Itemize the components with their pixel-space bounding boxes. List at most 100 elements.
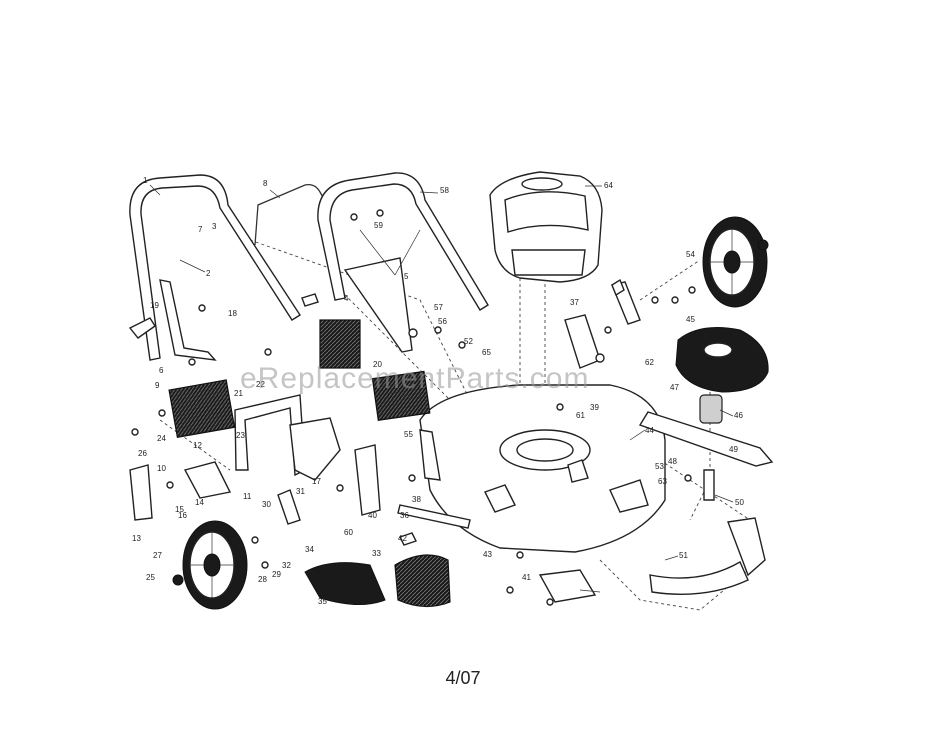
callout-56: 56 [438, 317, 447, 326]
adjuster-lever-left [277, 489, 301, 525]
callout-45: 45 [686, 315, 695, 324]
callout-9: 9 [155, 381, 160, 390]
callout-17: 17 [312, 477, 321, 486]
handle-brace [343, 257, 413, 353]
callout-52: 52 [464, 337, 473, 346]
callout-14: 14 [195, 498, 204, 507]
callout-49: 49 [729, 445, 738, 454]
callout-48: 48 [668, 457, 677, 466]
engine [489, 171, 603, 283]
rear-door-bracket [234, 394, 306, 477]
callout-19: 19 [150, 301, 159, 310]
callout-65: 65 [482, 348, 491, 357]
rear-panel-right [371, 370, 431, 421]
callout-16: 16 [178, 511, 187, 520]
callout-3: 3 [212, 222, 217, 231]
callout-43: 43 [483, 550, 492, 559]
callout-18: 18 [228, 309, 237, 318]
callout-26: 26 [138, 449, 147, 458]
callout-54: 54 [686, 250, 695, 259]
callout-62: 62 [645, 358, 654, 367]
callout-46: 46 [734, 411, 743, 420]
hinge-plate [183, 461, 232, 499]
callout-53: 53 [655, 462, 664, 471]
height-adjuster-left [354, 444, 381, 516]
callout-10: 10 [157, 464, 166, 473]
height-adjuster-rear [564, 314, 601, 369]
callout-60: 60 [344, 528, 353, 537]
callout-47: 47 [670, 383, 679, 392]
drive-pulley [675, 327, 769, 393]
callout-32: 32 [282, 561, 291, 570]
callout-22: 22 [256, 380, 265, 389]
callout-50: 50 [735, 498, 744, 507]
axle-bracket-left [129, 464, 153, 521]
blade-bolt [703, 469, 715, 501]
callout-13: 13 [132, 534, 141, 543]
callout-51: 51 [679, 551, 688, 560]
callout-28: 28 [258, 575, 267, 584]
front-wheel [702, 216, 768, 308]
callout-33: 33 [372, 549, 381, 558]
callout-5: 5 [404, 272, 409, 281]
callout-4: 4 [344, 294, 349, 303]
rear-panel-center [319, 319, 361, 369]
callout-31: 31 [296, 487, 305, 496]
upper-handle [129, 174, 301, 361]
mower-deck [419, 384, 666, 553]
baffle-end [727, 517, 766, 577]
callout-6: 6 [159, 366, 164, 375]
handle-bail [159, 279, 217, 361]
callout-64: 64 [604, 181, 613, 190]
callout-44: 44 [645, 426, 654, 435]
blade-adapter [699, 394, 723, 424]
callout-25: 25 [146, 573, 155, 582]
callout-59: 59 [374, 221, 383, 230]
callouts: 1 2 3 4 5 6 7 8 9 10 11 12 13 14 15 16 1… [132, 176, 744, 606]
callout-27: 27 [153, 551, 162, 560]
mulch-plug-rear [289, 417, 341, 481]
callout-34: 34 [305, 545, 314, 554]
callout-61: 61 [576, 411, 585, 420]
front-axle [397, 504, 471, 529]
discharge-chute [304, 562, 386, 606]
callout-2: 2 [206, 269, 211, 278]
callout-40: 40 [368, 511, 377, 520]
callout-15: 15 [175, 505, 184, 514]
callout-12: 12 [193, 441, 202, 450]
callout-23: 23 [236, 431, 245, 440]
callout-35: 35 [318, 597, 327, 606]
page-date-code: 4/07 [445, 668, 481, 688]
callout-11: 11 [243, 492, 252, 501]
callout-30: 30 [262, 500, 271, 509]
callout-37: 37 [570, 298, 579, 307]
callout-1: 1 [143, 176, 148, 185]
callout-63: 63 [658, 477, 667, 486]
callout-42: 42 [398, 534, 407, 543]
leader-lines [149, 184, 734, 593]
hardware [128, 209, 769, 606]
blade [638, 411, 774, 467]
watermark: eReplacementParts.com [240, 362, 590, 395]
rear-wheel [182, 520, 248, 610]
front-bracket [538, 569, 597, 603]
control-rod [254, 184, 331, 246]
callout-29: 29 [272, 570, 281, 579]
callout-7: 7 [198, 225, 203, 234]
deck-baffle [649, 561, 749, 595]
callout-57: 57 [434, 303, 443, 312]
callout-39: 39 [590, 403, 599, 412]
callout-58: 58 [440, 186, 449, 195]
callout-20: 20 [373, 360, 382, 369]
lower-handle [317, 172, 489, 311]
callout-55: 55 [404, 430, 413, 439]
callout-21: 21 [234, 389, 243, 398]
callout-41: 41 [522, 573, 531, 582]
mulch-door [394, 554, 451, 608]
callout-36: 36 [400, 511, 409, 520]
callout-38: 38 [412, 495, 421, 504]
rear-panel-left [168, 379, 236, 439]
callout-24: 24 [157, 434, 166, 443]
callout-8: 8 [263, 179, 268, 188]
